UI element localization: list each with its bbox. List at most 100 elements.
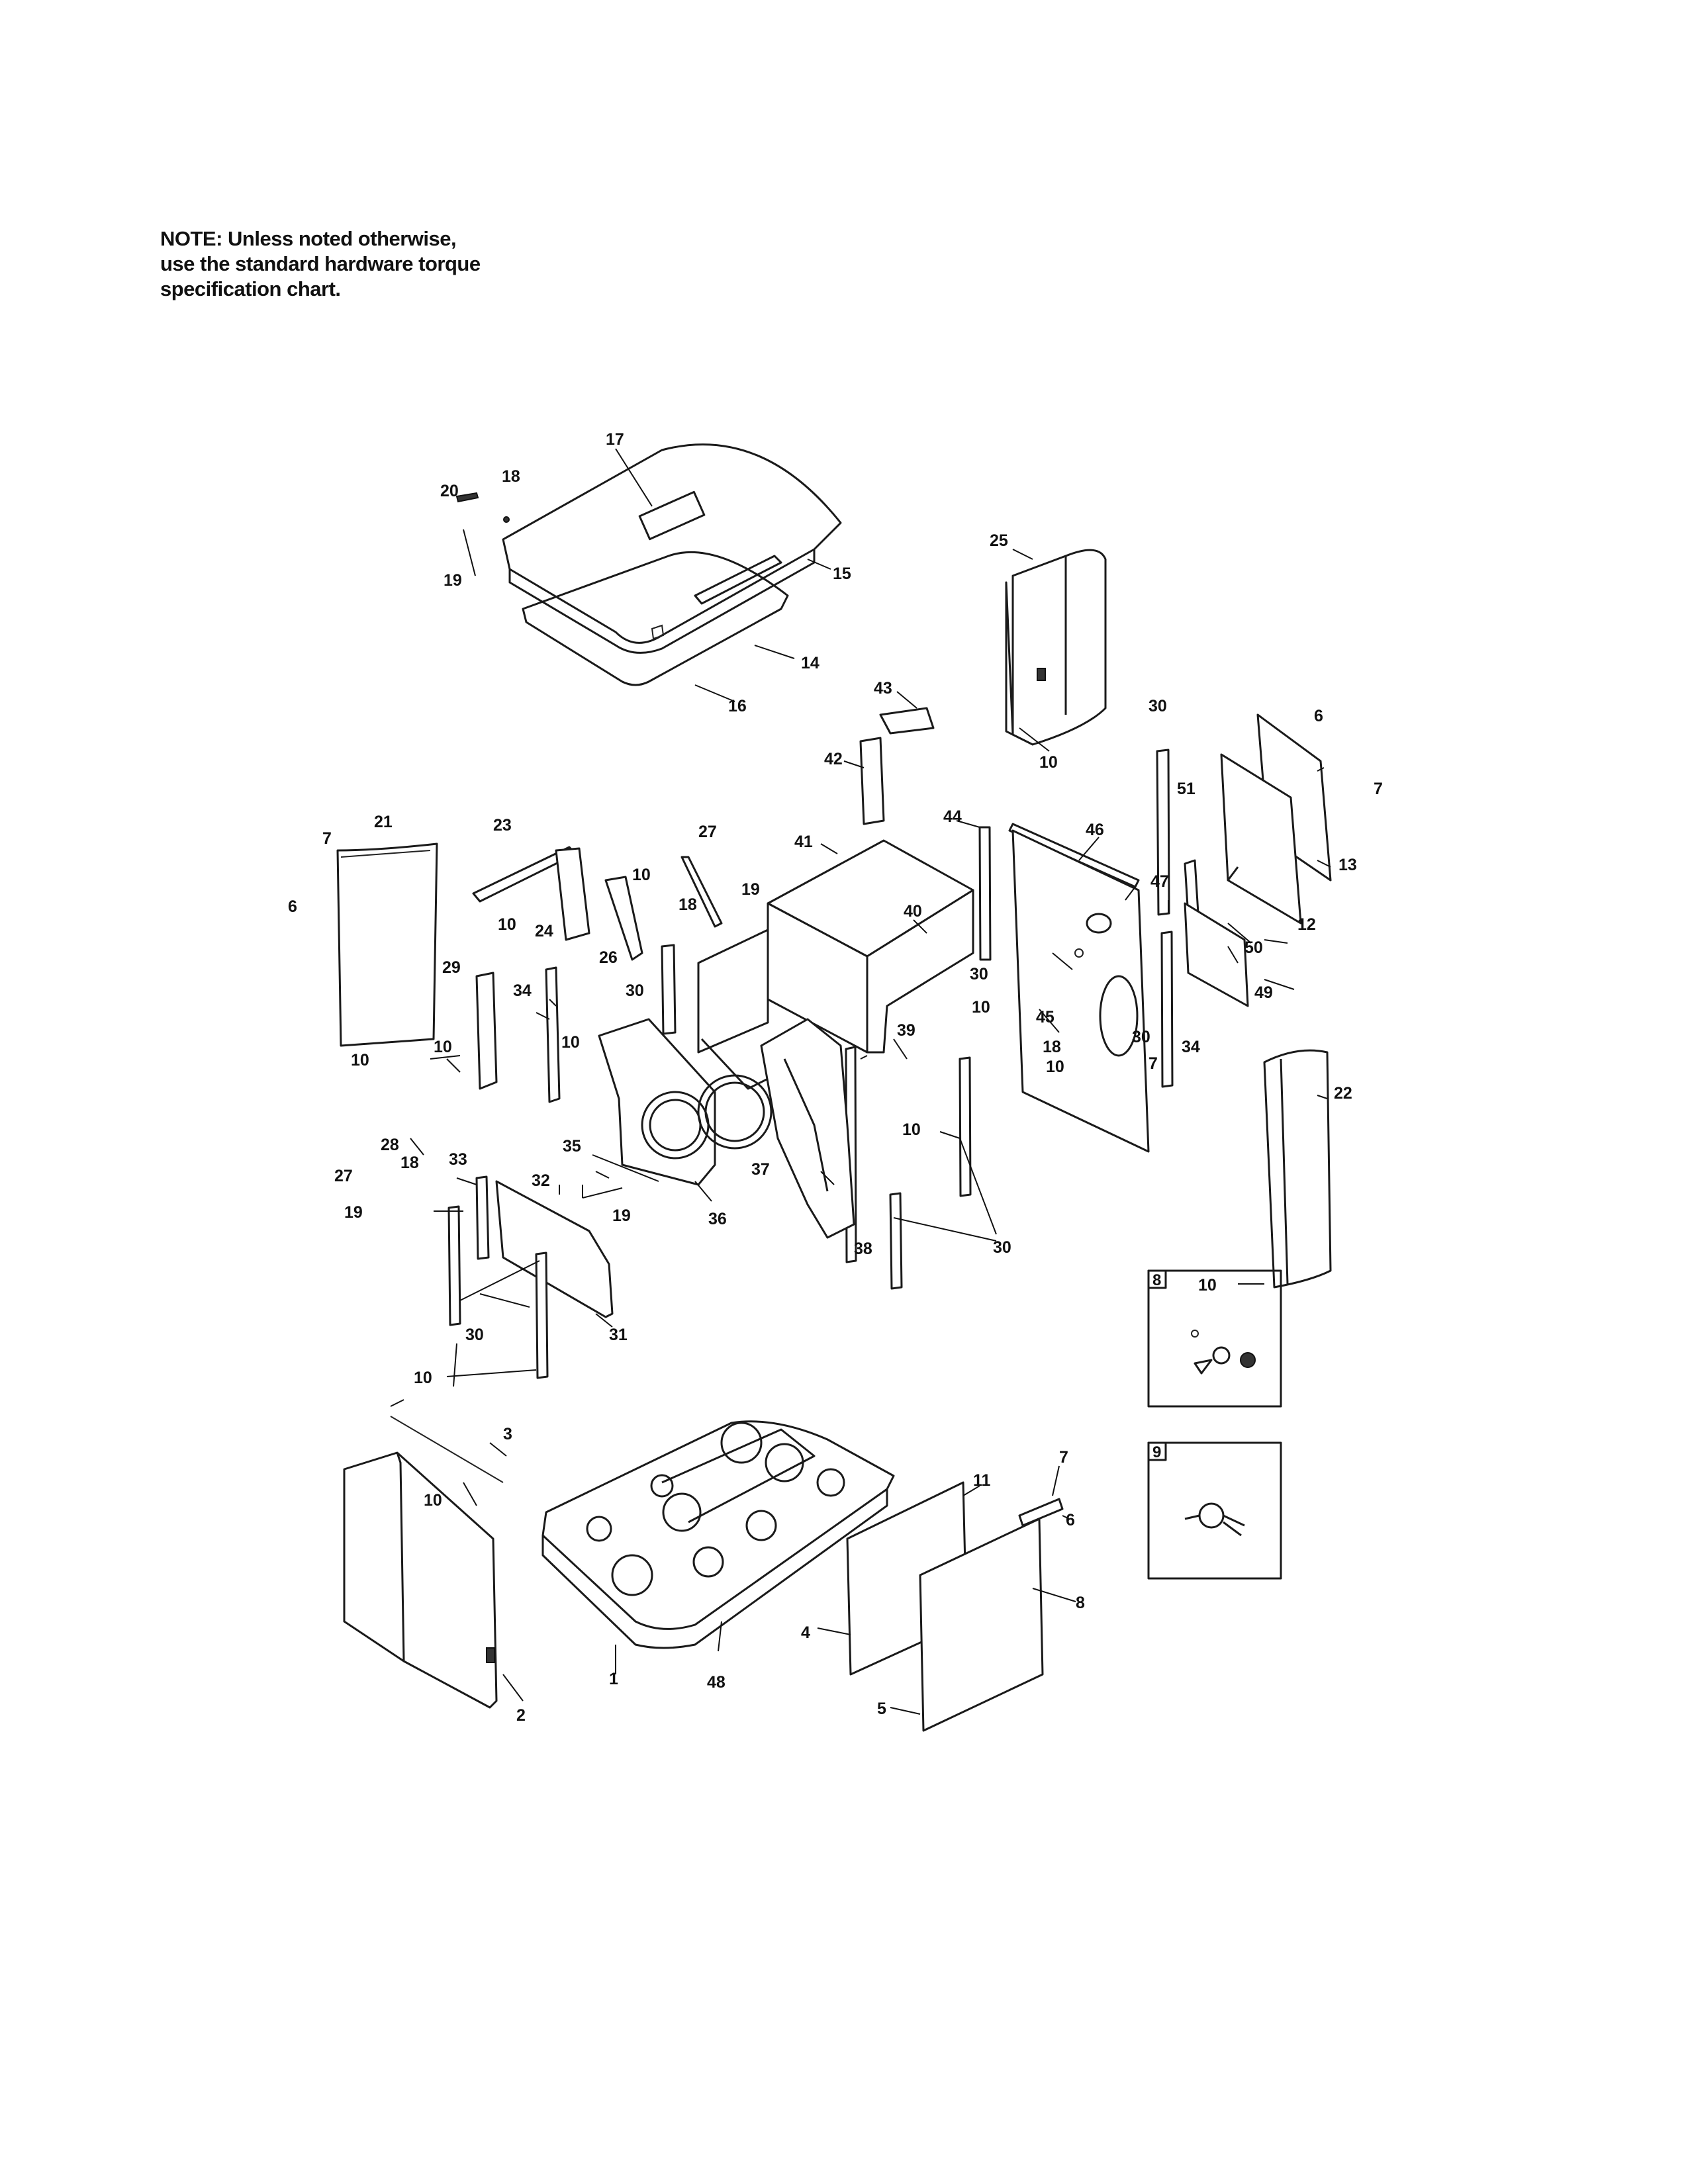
callout-22: 22 [1334, 1084, 1352, 1103]
callout-3: 3 [503, 1425, 512, 1443]
callout-5: 5 [877, 1700, 886, 1718]
callout-19-b: 19 [741, 880, 760, 899]
callout-18-d: 18 [400, 1154, 419, 1172]
callout-18-b: 18 [1043, 1038, 1061, 1056]
callout-10-i: 10 [351, 1051, 369, 1069]
callout-17: 17 [606, 430, 624, 449]
callout-31: 31 [609, 1326, 628, 1344]
callout-25: 25 [990, 531, 1008, 550]
callout-19: 19 [444, 571, 462, 590]
callout-10-j: 10 [902, 1120, 921, 1139]
callout-49: 49 [1254, 983, 1273, 1002]
callout-7: 7 [1374, 780, 1383, 798]
callout-14: 14 [801, 654, 820, 672]
callout-labels: 17 18 20 19 15 14 16 25 10 43 42 30 6 7 … [288, 430, 1383, 1725]
callout-10-c: 10 [1046, 1058, 1064, 1076]
callout-19-c: 19 [344, 1203, 363, 1222]
callout-6: 6 [1314, 707, 1323, 725]
callout-40: 40 [904, 902, 922, 921]
callout-32: 32 [532, 1171, 550, 1190]
callout-27: 27 [698, 823, 717, 841]
callout-30-d: 30 [626, 981, 644, 1000]
callout-50: 50 [1244, 938, 1263, 957]
inset-box-8: 8 [1147, 1269, 1282, 1408]
callout-10-b: 10 [972, 998, 990, 1017]
callout-42: 42 [824, 750, 843, 768]
corner-post-22 [1263, 1049, 1332, 1289]
callout-30-c: 30 [1132, 1028, 1150, 1046]
callout-46: 46 [1086, 821, 1104, 839]
callout-4: 4 [801, 1623, 810, 1642]
callout-7-b: 7 [1149, 1054, 1158, 1073]
top-cover-assembly [502, 443, 842, 686]
callout-10-d: 10 [1198, 1276, 1217, 1295]
callout-44: 44 [943, 807, 962, 826]
callout-34: 34 [1182, 1038, 1200, 1056]
callout-30-e: 30 [993, 1238, 1011, 1257]
callout-20: 20 [440, 482, 459, 500]
callout-38: 38 [854, 1240, 872, 1258]
inset-8-label: 8 [1152, 1271, 1161, 1289]
control-box [697, 839, 974, 1090]
callout-12: 12 [1297, 915, 1316, 934]
callout-47: 47 [1150, 872, 1169, 891]
inset-9-label: 9 [1152, 1443, 1161, 1461]
callout-7-d: 7 [1059, 1448, 1068, 1467]
callout-2: 2 [516, 1706, 526, 1725]
callout-48: 48 [707, 1673, 726, 1692]
callout-10-h: 10 [434, 1038, 452, 1056]
callout-23: 23 [493, 816, 512, 835]
callout-27-b: 27 [334, 1167, 353, 1185]
callout-34-b: 34 [513, 981, 532, 1000]
callout-29: 29 [442, 958, 461, 977]
callout-24: 24 [535, 922, 553, 940]
callout-1: 1 [609, 1670, 618, 1688]
callout-21: 21 [374, 813, 393, 831]
callout-36: 36 [708, 1210, 727, 1228]
left-side-panel-21 [336, 842, 438, 1047]
callout-28: 28 [381, 1136, 399, 1154]
callout-10-f: 10 [632, 866, 651, 884]
callout-19-d: 19 [612, 1206, 631, 1225]
callout-16: 16 [728, 697, 747, 715]
callout-39: 39 [897, 1021, 915, 1040]
rear-panel-25 [1005, 549, 1107, 746]
callout-15: 15 [833, 565, 851, 583]
base-assembly [343, 1416, 1064, 1732]
callout-43: 43 [874, 679, 892, 698]
callout-30-b: 30 [970, 965, 988, 983]
callout-10-k: 10 [414, 1369, 432, 1387]
lower-left-panel [447, 1175, 614, 1379]
callout-33: 33 [449, 1150, 467, 1169]
callout-18: 18 [502, 467, 520, 486]
callout-41: 41 [794, 833, 813, 851]
callout-35: 35 [563, 1137, 581, 1156]
callout-51: 51 [1177, 780, 1196, 798]
callout-8: 8 [1076, 1594, 1085, 1612]
panel-50 [1184, 902, 1249, 1007]
callout-6-b: 6 [288, 897, 297, 916]
callout-10-g: 10 [561, 1033, 580, 1052]
callout-30: 30 [1149, 697, 1167, 715]
torque-note: NOTE: Unless noted otherwise, use the st… [160, 227, 481, 300]
callout-30-f: 30 [465, 1326, 484, 1344]
callout-18-c: 18 [679, 895, 697, 914]
callout-37: 37 [751, 1160, 770, 1179]
top-screws [455, 492, 510, 576]
callout-6-c: 6 [1066, 1511, 1075, 1529]
callout-45: 45 [1036, 1008, 1055, 1026]
callout-11: 11 [973, 1471, 991, 1490]
callout-10-l: 10 [424, 1491, 442, 1510]
callout-7-c: 7 [322, 829, 332, 848]
right-side-panels [1220, 713, 1332, 925]
blower-housing [598, 1018, 855, 1239]
divider-panel-45 [1011, 829, 1150, 1153]
callout-26: 26 [599, 948, 618, 967]
callout-10: 10 [1039, 753, 1058, 772]
callout-13: 13 [1338, 856, 1357, 874]
inset-box-9: 9 [1147, 1441, 1282, 1580]
callout-10-e: 10 [498, 915, 516, 934]
leader-lines [390, 448, 1331, 1715]
